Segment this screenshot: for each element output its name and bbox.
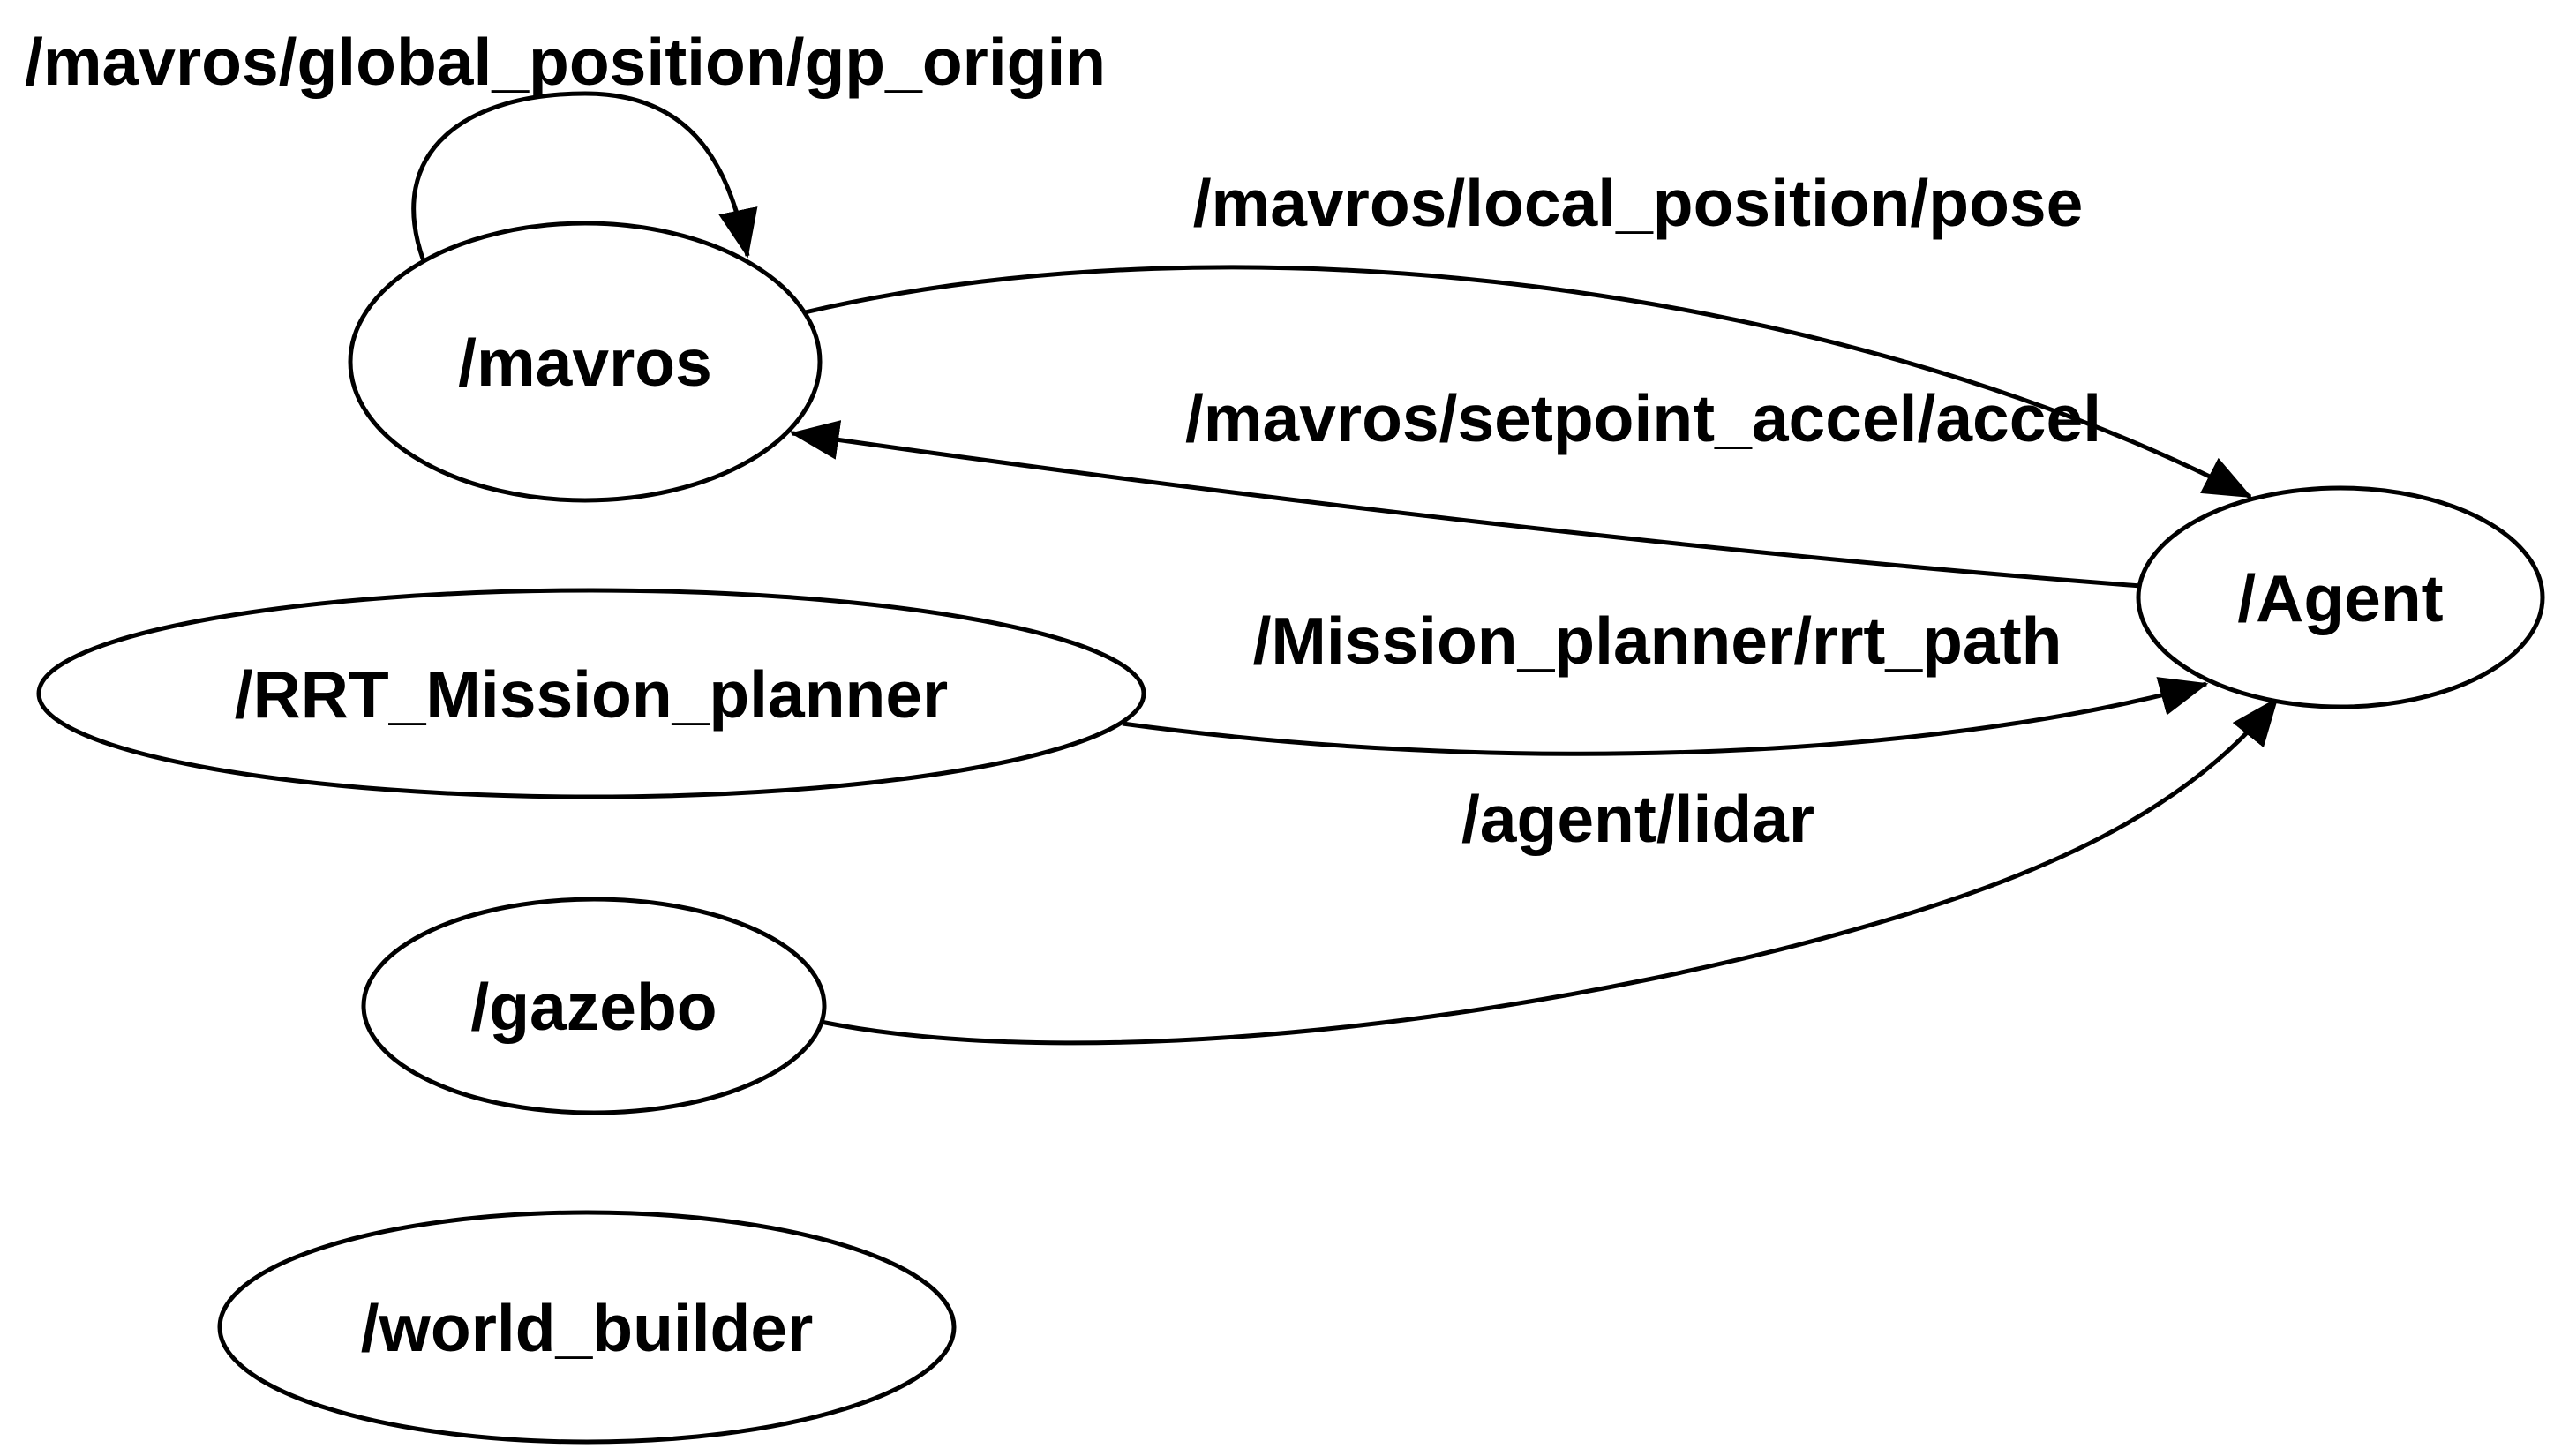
edge-local-position-pose-label: /mavros/local_position/pose bbox=[1193, 166, 2084, 240]
edge-setpoint-accel-label: /mavros/setpoint_accel/accel bbox=[1185, 381, 2101, 455]
edge-rrt-path-path bbox=[1122, 677, 2209, 756]
edge-gp-origin-label: /mavros/global_position/gp_origin bbox=[25, 25, 1106, 99]
node-mavros-ellipse bbox=[348, 221, 823, 503]
edge-rrt-path-label: /Mission_planner/rrt_path bbox=[1253, 604, 2062, 678]
edge-gp-origin-path bbox=[411, 91, 758, 262]
node-world-builder-label: /world_builder bbox=[361, 1291, 814, 1365]
node-gazebo-label: /gazebo bbox=[470, 970, 717, 1044]
node-mavros-label: /mavros bbox=[458, 326, 712, 400]
edge-agent-lidar-path bbox=[820, 697, 2279, 1046]
labels-layer: /mavros/global_position/gp_origin/mavros… bbox=[25, 25, 2444, 1365]
node-rrt-mission-planner-label: /RRT_Mission_planner bbox=[235, 657, 948, 732]
node-gazebo-ellipse bbox=[361, 897, 827, 1115]
node-agent-label: /Agent bbox=[2237, 561, 2443, 635]
nodes-layer bbox=[36, 221, 2545, 1445]
node-agent-ellipse bbox=[2136, 485, 2545, 709]
edge-agent-lidar-label: /agent/lidar bbox=[1461, 782, 1814, 856]
edge-local-position-pose-path bbox=[804, 265, 2253, 499]
edges-layer bbox=[411, 91, 2279, 1046]
node-rrt-mission-planner-ellipse bbox=[36, 588, 1146, 799]
node-world-builder-ellipse bbox=[217, 1210, 957, 1445]
edge-setpoint-accel-path bbox=[790, 420, 2142, 589]
